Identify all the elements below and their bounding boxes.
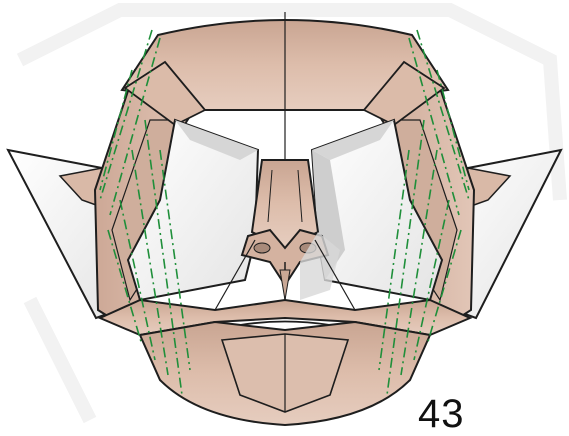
step-number: 43 — [418, 394, 465, 434]
chin — [140, 322, 430, 425]
